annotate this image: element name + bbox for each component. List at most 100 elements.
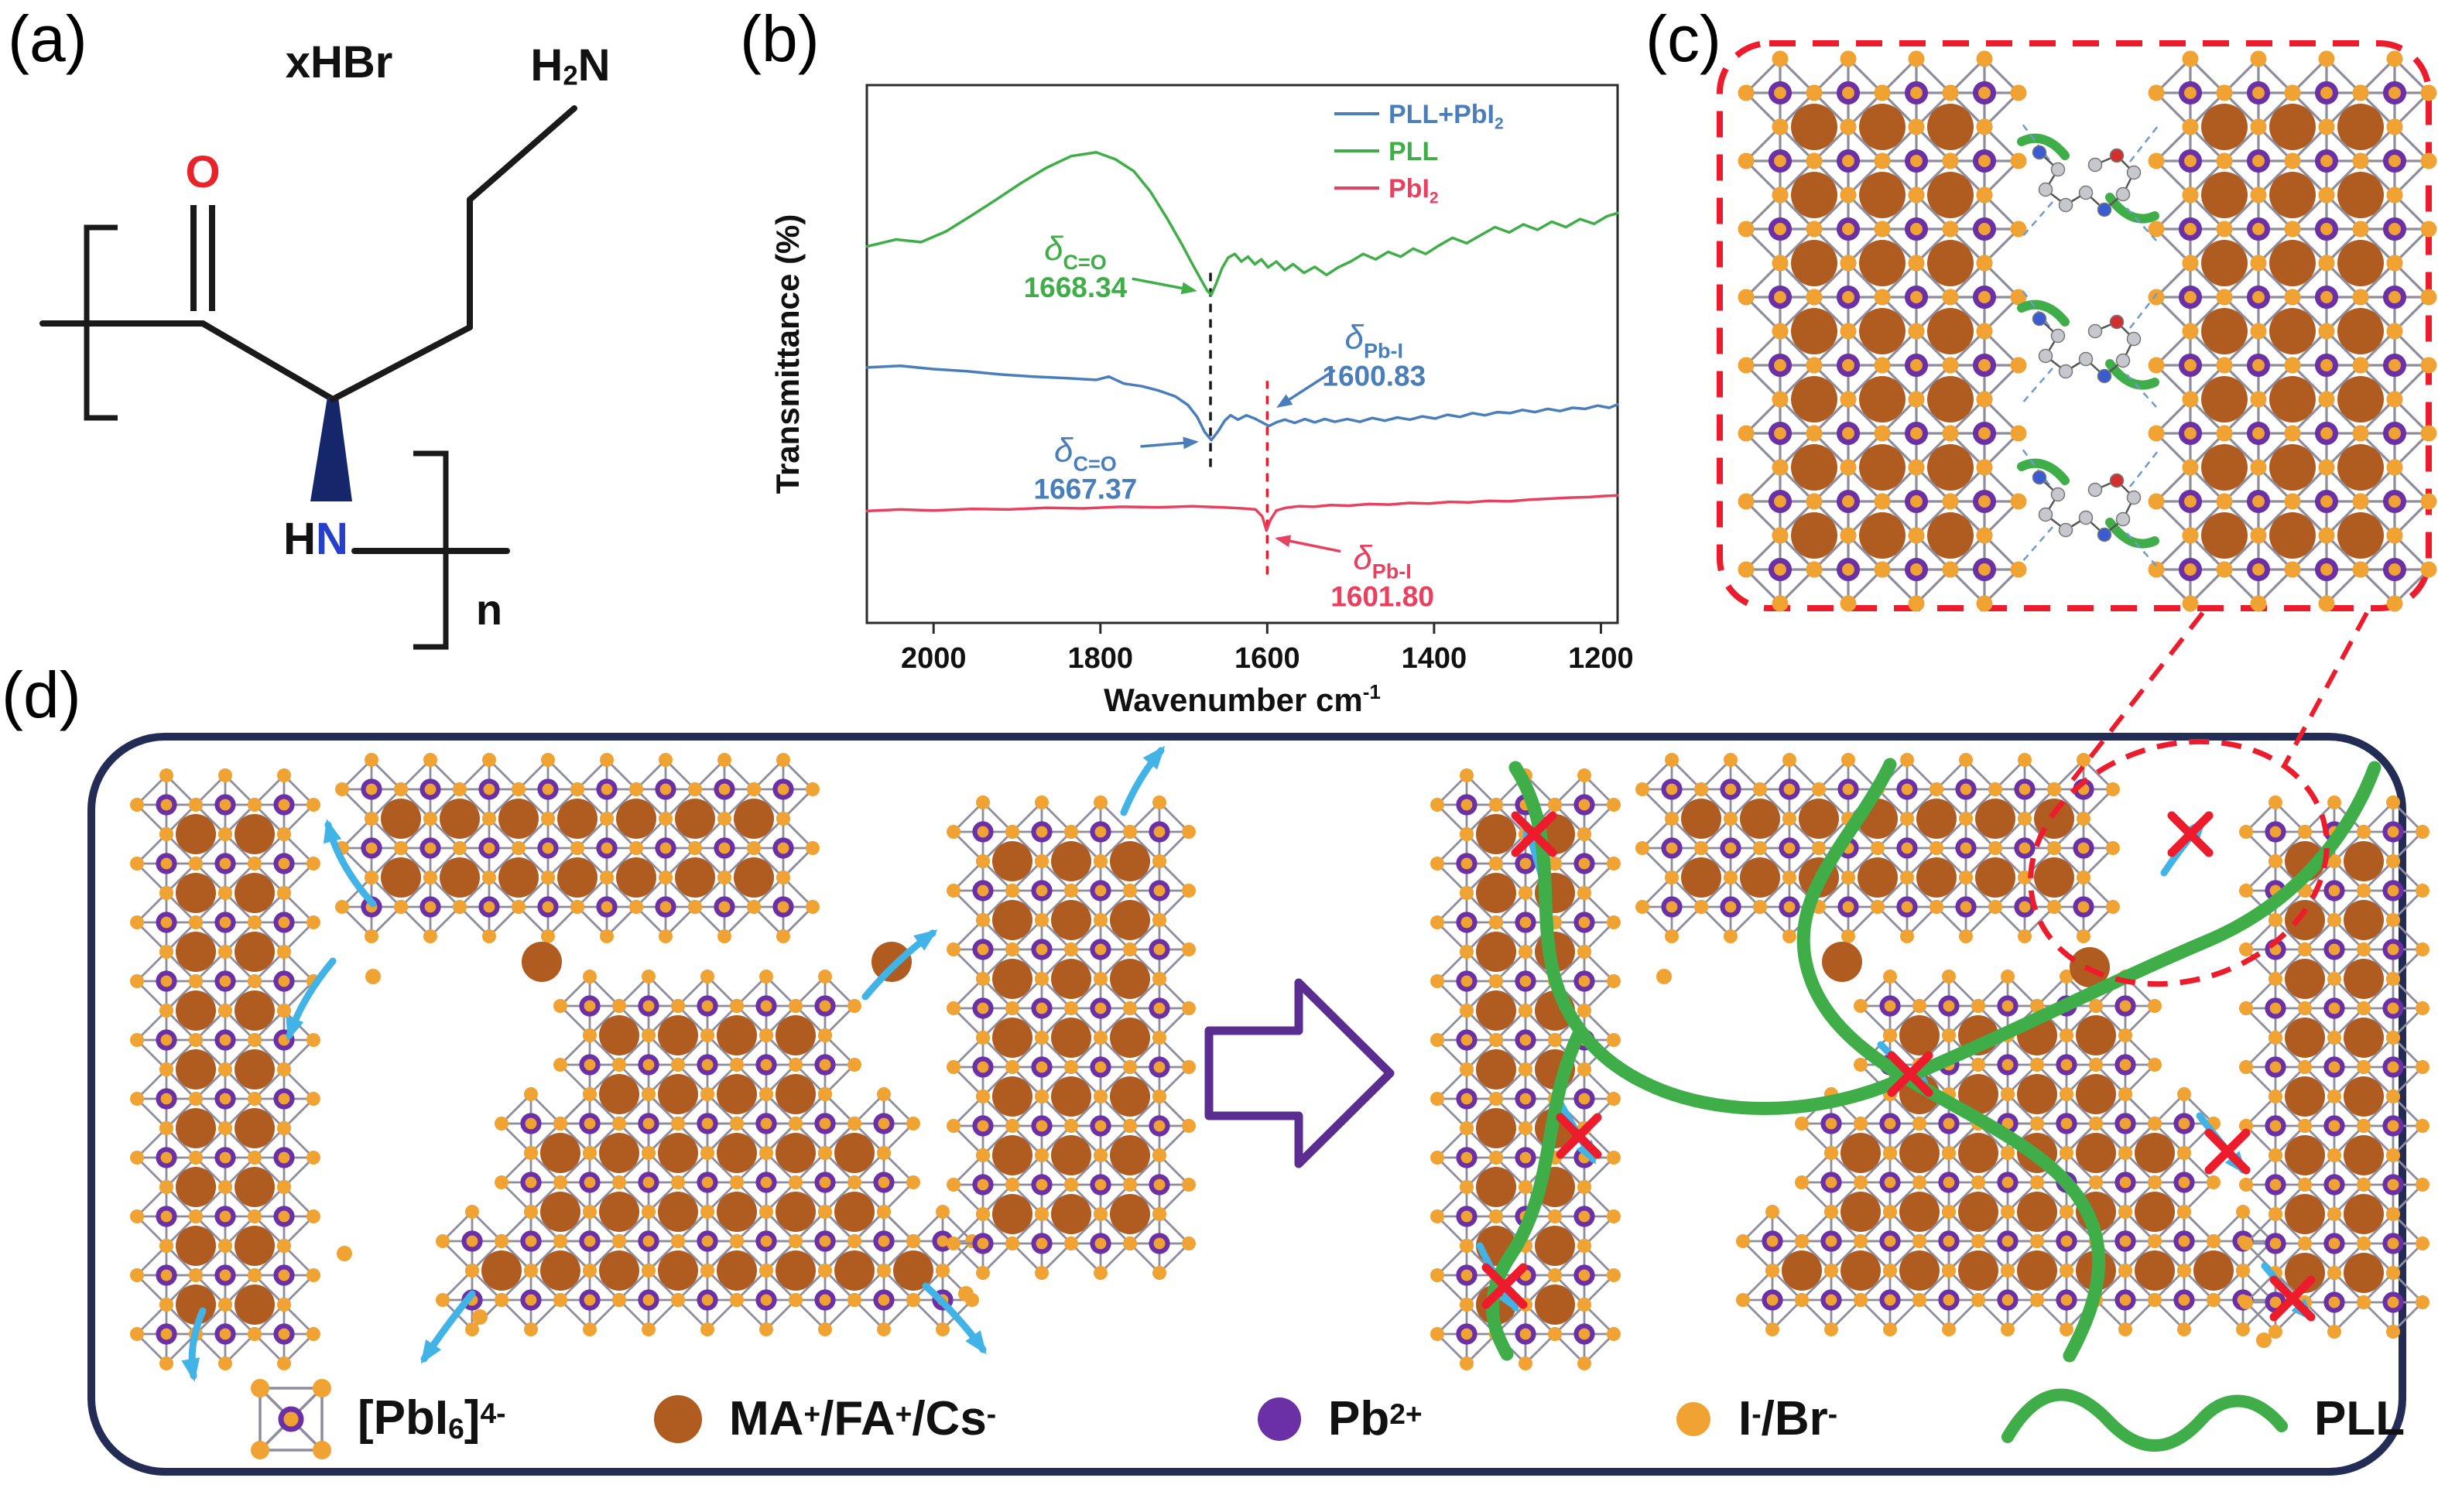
a-site-cation <box>2201 512 2248 559</box>
halide-dot <box>1942 221 1959 238</box>
halide-dot <box>2148 999 2162 1013</box>
a-site-cation <box>2344 959 2384 999</box>
halide-dot <box>218 1121 232 1135</box>
halide-dot <box>1753 782 1767 796</box>
halide-dot <box>700 1028 714 1042</box>
a-site-cation <box>2344 1135 2384 1175</box>
a-site-cation <box>2337 104 2384 150</box>
halide-dot <box>2060 1264 2073 1278</box>
halide-dot <box>976 795 990 809</box>
halide-dot <box>1942 1146 1956 1160</box>
a-site-cation <box>1799 799 1839 839</box>
halide-dot <box>2018 812 2032 826</box>
halide-dot <box>2118 1146 2132 1160</box>
halide-dot <box>1430 1092 1444 1106</box>
perovskite-grain <box>436 1205 979 1336</box>
a-site-cation <box>2269 512 2316 559</box>
halide-dot <box>277 827 291 841</box>
a-site-cation <box>1051 1135 1091 1175</box>
halide-dot <box>1430 1268 1444 1282</box>
pb-center <box>2178 557 2203 582</box>
a-site-cation <box>1899 1133 1940 1173</box>
halide-dot <box>130 798 144 812</box>
halide-dot <box>906 1175 920 1189</box>
a-site-cation <box>1958 1192 1998 1232</box>
halide-dot <box>1930 841 1943 855</box>
a-site-cation <box>1782 1250 1822 1291</box>
halide-dot <box>1942 561 1959 578</box>
halide-dot <box>1094 913 1108 927</box>
pb-center <box>2246 557 2271 582</box>
halide-anion-icon <box>1676 1402 1710 1436</box>
halide-dot <box>218 945 232 959</box>
halide-dot <box>1900 929 1914 943</box>
pb-center <box>638 1113 659 1134</box>
pb-center <box>1090 880 1111 901</box>
sidechain-bond-3 <box>467 105 577 203</box>
pb-center <box>2323 997 2345 1019</box>
halide-dot <box>759 1146 773 1160</box>
atom <box>2050 162 2066 177</box>
halide-dot <box>1035 1266 1049 1280</box>
halide-dot <box>1782 871 1796 884</box>
halide-dot <box>1460 1121 1474 1135</box>
pb-center <box>2382 1056 2404 1078</box>
halide-dot <box>159 1121 173 1135</box>
pb-center <box>579 1054 601 1076</box>
halide-dot <box>277 886 291 900</box>
halide-dot <box>1976 118 1993 135</box>
halide-dot <box>1874 289 1891 306</box>
halide-dot <box>1577 827 1591 841</box>
halide-dot <box>1942 425 1959 442</box>
halide-dot <box>1738 221 1755 238</box>
halide-dot <box>1607 974 1621 988</box>
a-site-cation <box>540 1192 580 1232</box>
pb-center <box>520 1172 542 1193</box>
a-site-cation <box>1051 900 1091 940</box>
halide-dot <box>495 1117 508 1131</box>
annotation-arrowhead <box>1180 282 1197 295</box>
a-site-cation <box>834 1133 875 1173</box>
halide-dot <box>277 1298 291 1312</box>
halide-dot <box>2327 913 2341 927</box>
halide-dot <box>1841 929 1855 943</box>
pb-center <box>1904 80 1929 105</box>
annotation-arrow <box>1140 441 1189 448</box>
halide-dot <box>1182 1060 1196 1074</box>
halide-dot <box>2030 1058 2044 1072</box>
pb-center <box>2246 353 2271 378</box>
halide-dot <box>1812 782 1826 796</box>
halide-dot <box>218 1004 232 1018</box>
pb-center <box>1768 285 1793 310</box>
halide-dot <box>1694 782 1708 796</box>
halide-dot <box>1976 186 1993 204</box>
halide-dot <box>688 841 702 855</box>
halide-dot <box>553 999 567 1013</box>
halide-dot <box>2239 1178 2253 1192</box>
pb-center <box>2114 995 2136 1017</box>
pb-center <box>873 1230 895 1252</box>
a-site-cation <box>2285 1076 2325 1117</box>
halide-dot <box>671 1117 685 1131</box>
pb-center <box>1768 217 1793 241</box>
halide-dot <box>1460 1298 1474 1312</box>
halide-dot <box>248 1033 262 1047</box>
halide-dot <box>2118 1087 2132 1101</box>
a-site-cation <box>1051 1076 1091 1117</box>
halide-dot <box>570 900 584 914</box>
a-site-cation <box>2269 240 2316 286</box>
pb-center <box>273 970 295 992</box>
halide-dot <box>730 1234 744 1248</box>
halide-dot <box>700 1087 714 1101</box>
a-site-cation <box>498 857 539 898</box>
pb-center <box>419 896 441 918</box>
halide-dot <box>877 1205 891 1219</box>
free-halide-ion <box>472 1309 488 1325</box>
atom <box>2078 351 2094 367</box>
halide-dot <box>1724 812 1738 826</box>
halide-dot <box>2060 1322 2073 1336</box>
pb-center <box>1515 1088 1536 1110</box>
halide-dot <box>512 782 526 796</box>
x-axis-label: Wavenumber cm-1 <box>1104 680 1381 716</box>
